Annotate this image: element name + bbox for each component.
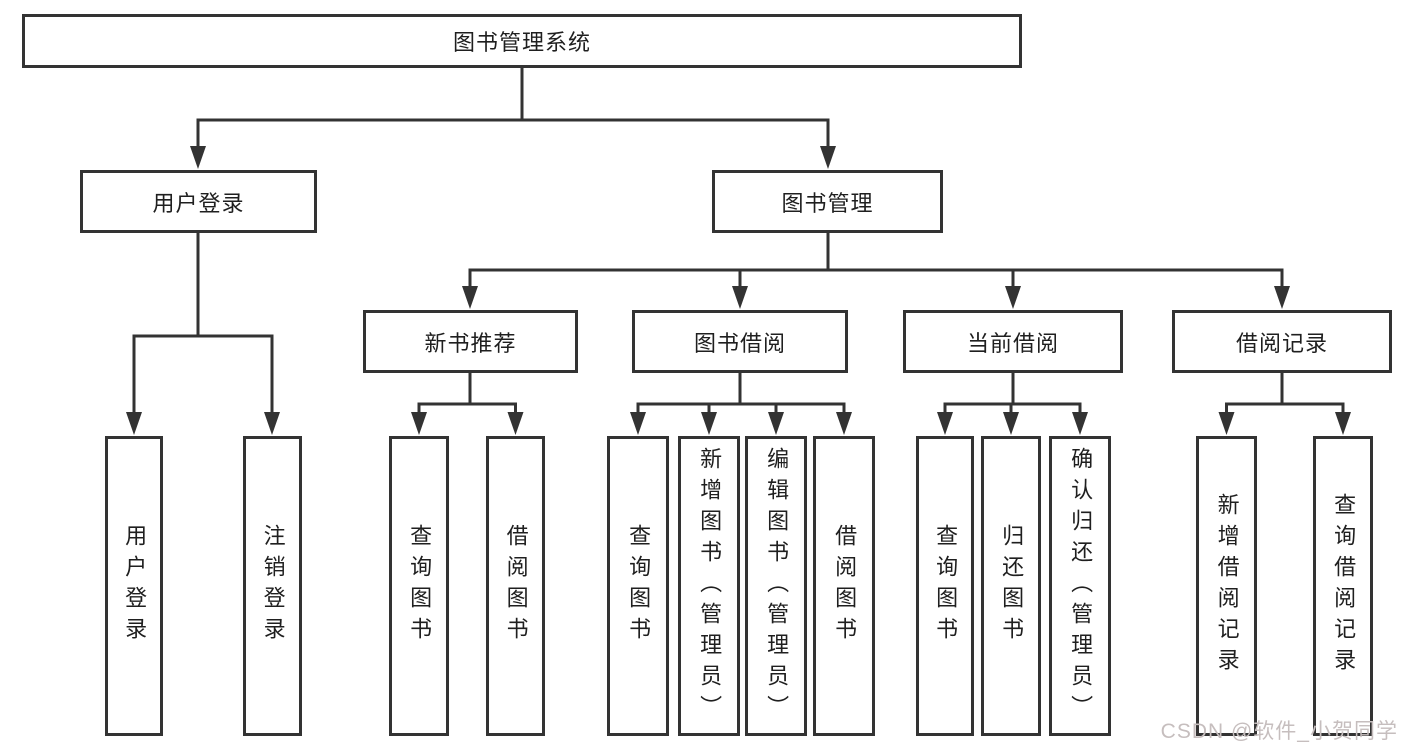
leaf-query-book-current: 查询图书	[916, 436, 974, 736]
leaf-logout-label: 注销登录	[260, 524, 286, 648]
leaf-query-book-borrow: 查询图书	[607, 436, 669, 736]
leaf-add-book-admin-label: 新增图书（管理员）	[697, 446, 723, 726]
leaf-borrow-book-recommend: 借阅图书	[486, 436, 545, 736]
node-current-borrow: 当前借阅	[903, 310, 1123, 373]
leaf-query-borrow-record: 查询借阅记录	[1313, 436, 1373, 736]
leaf-query-book-recommend: 查询图书	[389, 436, 449, 736]
leaf-borrow-book-label: 借阅图书	[832, 524, 858, 648]
leaf-query-borrow-record-label: 查询借阅记录	[1331, 493, 1357, 679]
node-new-book-recommend-label: 新书推荐	[424, 330, 517, 356]
node-current-borrow-label: 当前借阅	[966, 330, 1059, 356]
leaf-add-borrow-record: 新增借阅记录	[1196, 436, 1257, 736]
node-book-manage-label: 图书管理	[781, 190, 874, 216]
leaf-borrow-book-recommend-label: 借阅图书	[503, 524, 529, 648]
node-borrow-records-label: 借阅记录	[1235, 330, 1328, 356]
leaf-edit-book-admin: 编辑图书（管理员）	[745, 436, 807, 736]
node-new-book-recommend: 新书推荐	[363, 310, 578, 373]
leaf-return-book-label: 归还图书	[999, 524, 1025, 648]
leaf-query-book-current-label: 查询图书	[933, 524, 959, 648]
leaf-logout: 注销登录	[243, 436, 302, 736]
leaf-borrow-book: 借阅图书	[813, 436, 875, 736]
leaf-user-login: 用户登录	[105, 436, 163, 736]
node-user-login-label: 用户登录	[152, 190, 245, 216]
leaf-query-book-recommend-label: 查询图书	[407, 524, 433, 648]
leaf-confirm-return-admin-label: 确认归还（管理员）	[1068, 446, 1094, 726]
leaf-user-login-label: 用户登录	[122, 524, 148, 648]
leaf-confirm-return-admin: 确认归还（管理员）	[1049, 436, 1111, 736]
node-book-manage: 图书管理	[712, 170, 943, 233]
leaf-return-book: 归还图书	[981, 436, 1041, 736]
node-borrow-records: 借阅记录	[1172, 310, 1392, 373]
arrowheads	[126, 146, 1351, 435]
csdn-watermark: CSDN @软件_小贺同学	[1160, 720, 1398, 743]
node-user-login: 用户登录	[80, 170, 317, 233]
leaf-add-book-admin: 新增图书（管理员）	[678, 436, 740, 736]
node-root-label: 图书管理系统	[452, 30, 591, 55]
node-root-library-system: 图书管理系统	[22, 14, 1022, 68]
leaf-add-borrow-record-label: 新增借阅记录	[1214, 493, 1240, 679]
node-book-borrow: 图书借阅	[632, 310, 848, 373]
node-book-borrow-label: 图书借阅	[693, 330, 786, 356]
leaf-edit-book-admin-label: 编辑图书（管理员）	[764, 446, 790, 726]
leaf-query-book-borrow-label: 查询图书	[626, 524, 652, 648]
